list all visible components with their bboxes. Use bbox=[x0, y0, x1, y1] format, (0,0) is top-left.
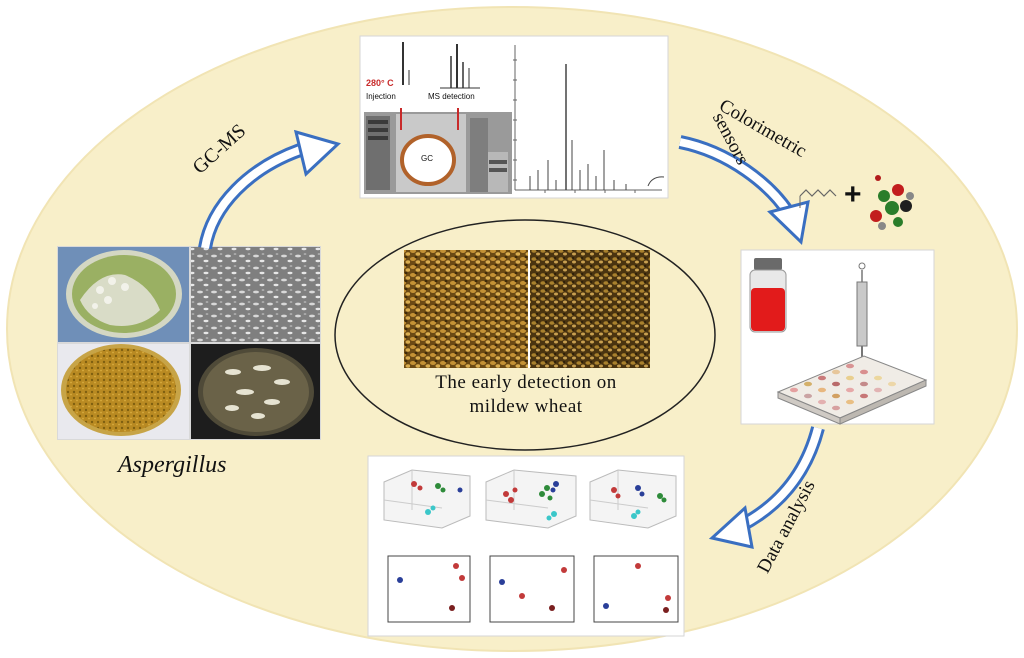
arrow-to-gcms bbox=[198, 129, 341, 250]
center-title-line2: mildew wheat bbox=[469, 396, 583, 417]
score-plot-2 bbox=[489, 555, 575, 623]
gcms-panel bbox=[359, 35, 669, 199]
gcms-detection-label: MS detection bbox=[428, 92, 475, 101]
score-plot-1 bbox=[387, 555, 471, 623]
center-title-line1: The early detection on bbox=[435, 372, 617, 393]
pca-3d-plot-1 bbox=[383, 469, 471, 529]
gcms-injection-label: Injection bbox=[366, 92, 396, 101]
pca-3d-plot-3 bbox=[589, 469, 677, 529]
arrow-to-data-analysis bbox=[708, 426, 825, 549]
aspergillus-photos bbox=[57, 246, 321, 440]
well-plate-icon bbox=[776, 355, 928, 425]
vial-icon bbox=[749, 258, 787, 333]
pca-3d-plot-2 bbox=[485, 469, 577, 529]
molecule-icon bbox=[799, 175, 914, 230]
score-plot-3 bbox=[593, 555, 679, 623]
aspergillus-label: Aspergillus bbox=[118, 452, 227, 478]
data-analysis-panel bbox=[367, 455, 685, 637]
center-ellipse bbox=[334, 219, 716, 451]
sensor-panel bbox=[740, 249, 935, 425]
plus-sign: + bbox=[844, 178, 862, 211]
arrow-to-sensors bbox=[678, 135, 810, 246]
gcms-gc-label: GC bbox=[421, 154, 433, 163]
gcms-temp-label: 280° C bbox=[366, 78, 394, 88]
